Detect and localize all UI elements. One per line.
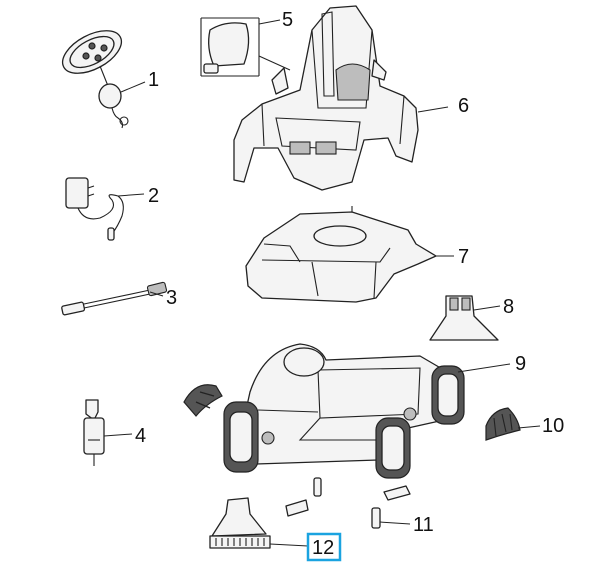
callout-12: 12 xyxy=(312,537,334,559)
part-11-clips xyxy=(285,477,411,529)
leader-3 xyxy=(149,291,164,297)
part-7-filter-tray xyxy=(245,206,437,303)
leader-11 xyxy=(379,521,411,525)
leader-1 xyxy=(120,81,146,93)
part-8-bracket xyxy=(429,295,499,341)
part-6-top-shell xyxy=(233,5,419,191)
callout-6: 6 xyxy=(458,95,469,117)
callout-7: 7 xyxy=(458,246,469,268)
part-12-brush xyxy=(209,497,271,549)
leader-6 xyxy=(417,106,449,113)
part-5-filter-door xyxy=(200,17,260,77)
part-3-cable xyxy=(61,281,168,316)
leader-8 xyxy=(473,305,501,311)
part-4-clip xyxy=(83,399,105,466)
callout-2: 2 xyxy=(148,185,159,207)
callout-1: 1 xyxy=(148,69,159,91)
leader-5 xyxy=(258,19,291,71)
highlight-box-callout-12 xyxy=(306,532,342,562)
callout-11: 11 xyxy=(413,514,434,536)
leader-4 xyxy=(103,433,133,437)
callout-8: 8 xyxy=(503,296,514,318)
callout-9: 9 xyxy=(515,353,526,375)
leader-2 xyxy=(117,193,145,197)
part-1-remote-control xyxy=(61,30,129,129)
leader-10 xyxy=(517,425,541,429)
part-10-side-cap xyxy=(183,384,521,441)
callout-4: 4 xyxy=(135,425,146,447)
part-2-power-adapter xyxy=(65,177,124,241)
leader-12 xyxy=(269,543,309,547)
callout-3: 3 xyxy=(166,287,177,309)
callout-5: 5 xyxy=(282,9,293,31)
part-9-chassis xyxy=(223,343,465,479)
leader-9 xyxy=(457,363,511,373)
callout-10: 10 xyxy=(542,415,564,437)
